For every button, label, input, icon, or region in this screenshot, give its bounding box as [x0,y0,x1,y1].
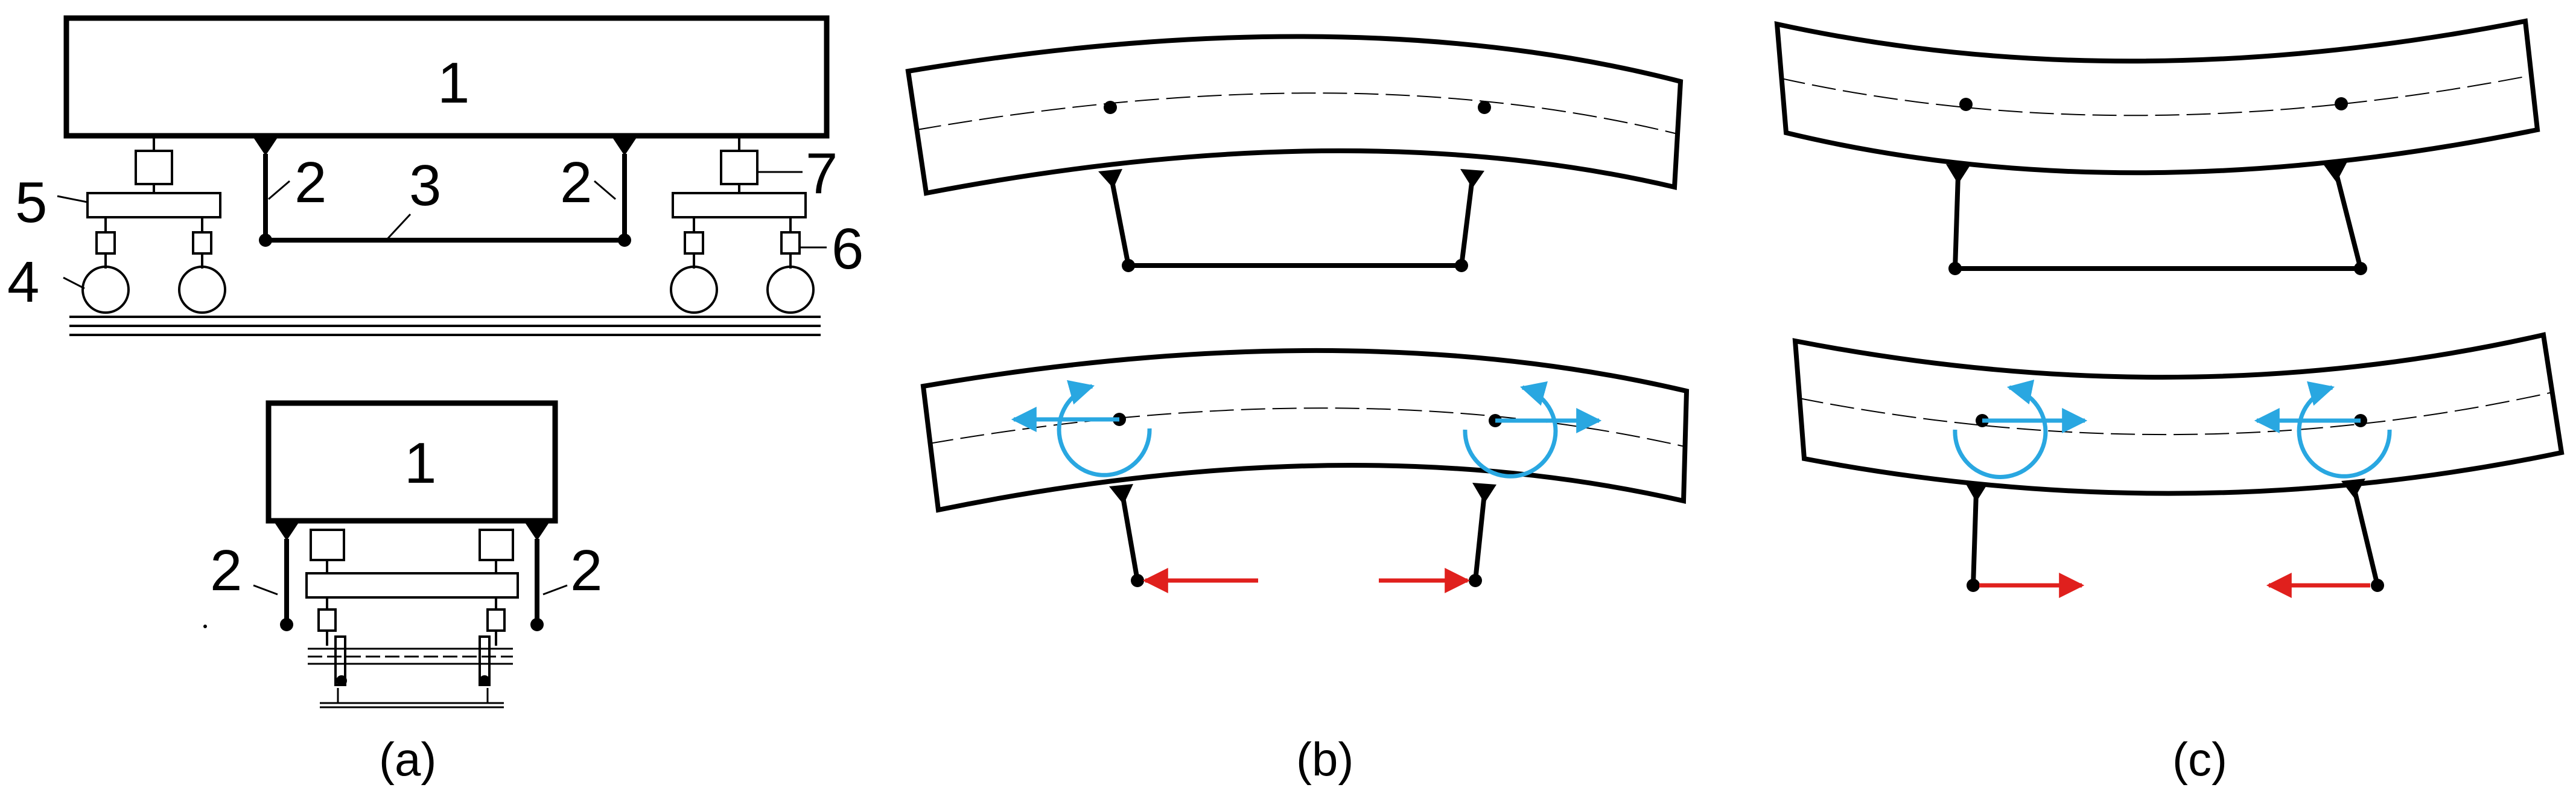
label-rod: 2 [210,538,242,603]
panel-a-end-view: 1 [210,400,602,708]
label-spring: 6 [832,217,863,281]
centerline [1799,392,2553,436]
panel-c-bottom-forces [1792,332,2565,592]
bent-car-body [905,34,1684,196]
label-rod: 2 [294,150,326,215]
label-wheel: 4 [7,250,39,314]
right-bogie [670,136,815,314]
panel-a-side-view: 1 [7,15,863,336]
curved-arrow-icon [1953,380,2048,479]
label-rod: 2 [570,538,602,603]
rod-left [1953,174,1961,269]
bent-car-body [1774,18,2540,176]
stray-mark [203,625,207,628]
left-bogie [81,136,226,314]
bogie-frame-left [86,192,221,218]
panel-b-top-bending [905,34,1684,272]
rod-mount-right [612,138,637,156]
label-frame: 5 [15,170,47,235]
panel-b-bottom-forces [920,348,1690,587]
curved-arrow-icon [1463,381,1558,479]
car-body-side [63,15,830,139]
centerline [1781,75,2532,116]
bogie-frame-end [305,572,519,599]
curved-arrow-icon [1057,380,1152,477]
rod-right [2334,173,2363,269]
label-car-body-end: 1 [404,431,436,495]
caption-b: (b) [1296,733,1353,786]
panel-c-top-bending [1774,18,2540,275]
label-rod: 2 [560,150,592,215]
label-bar: 3 [409,153,441,218]
caption-c: (c) [2172,733,2227,786]
wheel [81,266,130,314]
bogie-frame-right [672,192,807,218]
moment-arrows-c [1953,380,2392,479]
rod-left [1120,493,1140,581]
rod-left [1971,491,1979,586]
moment-arrows-b [1011,380,1602,479]
rod-mount-left [253,138,278,156]
joint [259,234,272,247]
wheel [178,266,226,314]
label-car-body: 1 [437,51,469,115]
wheelset [308,635,513,708]
curved-arrow-icon [2297,381,2392,479]
wheel [670,266,718,314]
centerline [917,92,1678,135]
bent-car-body [1792,332,2565,496]
joint [618,234,631,247]
label-suspension: 7 [806,141,838,206]
bent-car-body [920,348,1690,513]
rod-right [1459,177,1475,266]
caption-a: (a) [379,733,436,786]
car-body-end [266,400,558,524]
rod-left [1109,177,1131,266]
centerline [929,407,1685,447]
rod-right [1473,493,1487,581]
wheel [766,266,815,314]
rod-right [2352,489,2380,586]
